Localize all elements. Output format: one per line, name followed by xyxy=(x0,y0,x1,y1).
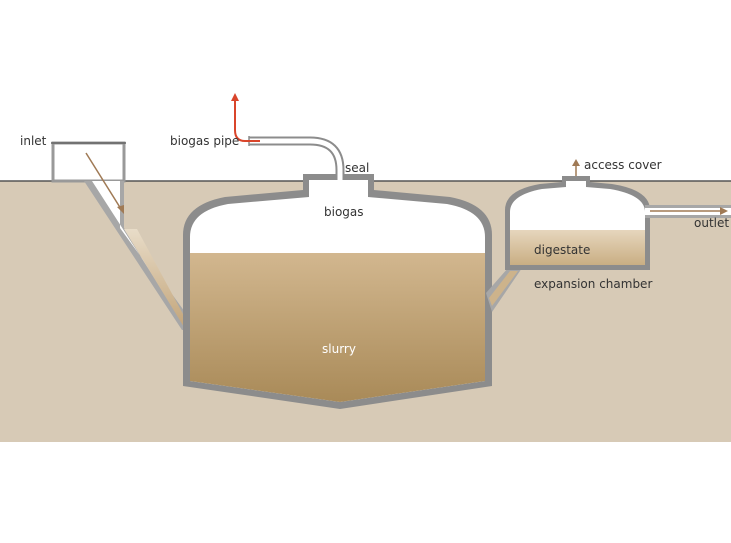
label-inlet: inlet xyxy=(20,134,47,148)
inlet-flow-arrow xyxy=(85,152,124,214)
slurry xyxy=(190,253,485,402)
label-biogas: biogas xyxy=(324,205,364,219)
biogas-flow-arrow xyxy=(231,93,260,142)
label-seal: seal xyxy=(345,161,369,175)
label-expansion-chamber: expansion chamber xyxy=(534,277,652,291)
inlet-pipe xyxy=(84,181,198,330)
inlet-box xyxy=(51,141,126,183)
label-biogas-pipe: biogas pipe xyxy=(170,134,239,148)
outlet-flow-arrow xyxy=(650,207,728,215)
label-slurry: slurry xyxy=(322,342,356,356)
access-cover-arrow xyxy=(572,159,580,176)
digestate xyxy=(510,230,645,265)
label-access-cover: access cover xyxy=(584,158,662,172)
label-digestate: digestate xyxy=(534,243,590,257)
outlet-connecting-pipe xyxy=(486,268,522,312)
label-outlet: outlet xyxy=(694,216,729,230)
